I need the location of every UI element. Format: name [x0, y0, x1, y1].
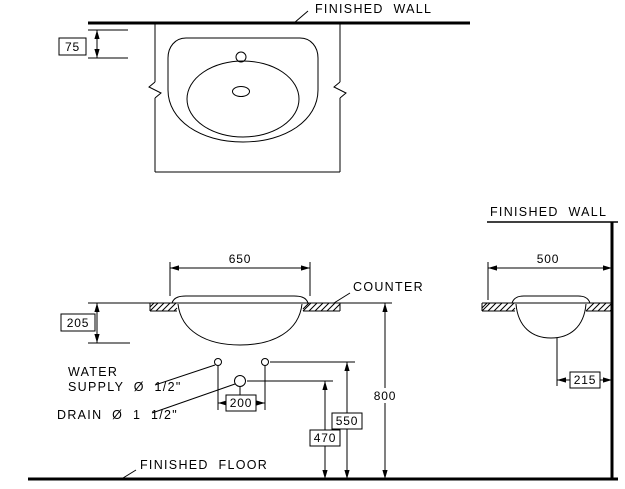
dim-650-label: 650 [229, 252, 251, 266]
front-elevation [28, 262, 618, 481]
dimension-205 [60, 303, 130, 344]
dim-470-label: 470 [314, 431, 336, 445]
dim-200-label: 200 [230, 396, 252, 410]
finished-floor-leader [122, 469, 137, 479]
hatch-left [149, 302, 178, 312]
finished-wall-label-side: FINISHED WALL [490, 205, 607, 219]
dimension-200 [217, 366, 266, 412]
basin-front-profile [171, 295, 309, 346]
counter-label: COUNTER [353, 280, 424, 294]
dim-800-label: 800 [374, 389, 396, 403]
water-supply-leader [154, 364, 216, 386]
dimension-75 [58, 29, 128, 59]
counter-plan-outline [148, 23, 347, 173]
water-supply-right [261, 358, 269, 366]
dimension-550 [331, 362, 363, 479]
hatch-right [585, 302, 613, 312]
bowl-outline [186, 60, 300, 138]
dimension-800 [370, 303, 400, 479]
drain-leader [151, 383, 236, 414]
hatch-left [481, 302, 516, 312]
drain-point [234, 375, 246, 387]
break-mark-left [148, 81, 162, 99]
dim-75-label: 75 [65, 40, 80, 54]
plan-view [58, 10, 470, 173]
faucet-hole [235, 51, 247, 63]
dim-205-label: 205 [67, 316, 89, 330]
water-supply-label-line2: SUPPLY Ø 1/2" [68, 380, 182, 394]
finished-wall-leader [293, 10, 309, 24]
dimension-470 [309, 381, 341, 479]
water-supply-left [214, 358, 222, 366]
basin-plan [167, 37, 319, 143]
break-mark-right [333, 81, 347, 99]
basin-outline [167, 37, 319, 143]
labels: FINISHED WALL 75 650 COUNTER 205 WATER S… [57, 2, 607, 472]
dimension-500 [487, 262, 612, 300]
counter-side-section [481, 302, 613, 312]
dim-500-label: 500 [537, 252, 559, 266]
dim-215-label: 215 [574, 373, 596, 387]
rough-in-points [151, 358, 269, 414]
drain-label: DRAIN Ø 1 1/2" [57, 408, 178, 422]
overflow-hole [232, 86, 250, 97]
basin-side-profile [511, 295, 591, 339]
dimension-215 [556, 338, 612, 389]
dim-550-label: 550 [336, 414, 358, 428]
counter-leader [333, 292, 351, 304]
water-supply-label-line1: WATER [68, 365, 118, 379]
hatch-right [302, 302, 341, 312]
counter-front-section [88, 302, 341, 312]
dimension-650 [169, 262, 311, 296]
finished-wall-label-plan: FINISHED WALL [315, 2, 432, 16]
finished-floor-label: FINISHED FLOOR [140, 458, 268, 472]
side-elevation [481, 221, 618, 479]
